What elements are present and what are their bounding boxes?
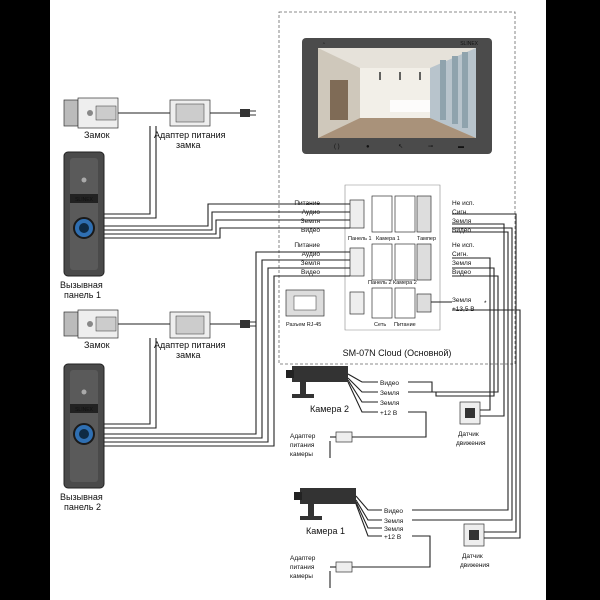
camera1-pin-ground: Земля bbox=[384, 518, 404, 525]
monitor-boundary bbox=[278, 11, 516, 365]
pin-audio-2: Аудио bbox=[302, 251, 321, 258]
monitor: SLINEX ◔ ( ) ● ↖ ⊸ ▬ bbox=[302, 38, 492, 154]
panel2-label-2: панель 2 bbox=[64, 502, 101, 512]
sensor2-label-1: Датчик bbox=[458, 431, 479, 438]
monitor-model: SM-07N Cloud (Основной) bbox=[343, 348, 452, 358]
monitor-btn-key-icon[interactable]: ⊸ bbox=[428, 144, 433, 150]
monitor-btn-hangup-icon[interactable]: ▬ bbox=[458, 144, 464, 150]
pin-video-r: Видео bbox=[452, 227, 471, 234]
monitor-btn-phone-icon[interactable]: ↖ bbox=[398, 144, 403, 150]
monitor-brand: SLINEX bbox=[460, 41, 478, 47]
lock-adapter-2: Адаптер питания замка bbox=[154, 311, 256, 360]
panel1-brand: SLINEX bbox=[75, 197, 93, 203]
wires-panel1 bbox=[104, 126, 350, 239]
conn-label-power: Питание bbox=[394, 322, 416, 328]
left-margin bbox=[0, 0, 50, 600]
camera2-adapter-3: камеры bbox=[290, 451, 313, 458]
camera1: Камера 1 Видео Земля Земля +12 В Адаптер… bbox=[290, 488, 431, 588]
block-panel2: Панель 2 Камера 2 Питание Аудио Земля Ви… bbox=[294, 242, 474, 286]
asterisk: * bbox=[484, 300, 487, 307]
pin-video: Видео bbox=[301, 227, 320, 234]
wifi-icon: ◔ bbox=[322, 41, 325, 47]
sensor1-label-2: движения bbox=[460, 562, 490, 569]
sensor1: Датчик движения bbox=[460, 523, 490, 569]
conn-label-tamper: Тампер bbox=[417, 236, 436, 242]
call-panel-2: SLINEX Вызывная панель 2 bbox=[60, 363, 105, 512]
call-panel-1: SLINEX Вызывная панель 1 bbox=[60, 151, 105, 300]
lock1-label: Замок bbox=[84, 130, 110, 140]
camera2-pin-12v: +12 В bbox=[380, 410, 397, 417]
camera2-pin-ground: Земля bbox=[380, 390, 400, 397]
connector-board bbox=[344, 184, 441, 331]
pin-ground-r: Земля bbox=[452, 218, 472, 225]
pin-ground-2: Земля bbox=[301, 260, 321, 267]
adapter2-label-2: замка bbox=[176, 350, 200, 360]
camera2-label: Камера 2 bbox=[310, 404, 349, 414]
camera1-pin-ground2: Земля bbox=[384, 526, 404, 533]
lock2: Замок bbox=[63, 309, 119, 350]
conn-label-panel1: Панель 1 bbox=[348, 236, 372, 242]
sensor2-label-2: движения bbox=[456, 440, 486, 447]
pin-signal-2: Сигн. bbox=[452, 251, 468, 258]
pin-ground-r-2: Земля bbox=[452, 260, 472, 267]
panel1-label-1: Вызывная bbox=[60, 280, 103, 290]
wires-camera2 bbox=[408, 223, 505, 417]
monitor-btn-1-icon[interactable]: ( ) bbox=[334, 144, 340, 150]
pin-unused: Не исп. bbox=[452, 200, 475, 207]
block-power: Разъем RJ-45 Сеть Питание Земля +13,5 В … bbox=[285, 287, 487, 328]
pin-power-2: Питание bbox=[294, 242, 320, 249]
monitor-btn-user-icon[interactable]: ● bbox=[366, 144, 370, 150]
camera1-icon bbox=[300, 488, 356, 504]
camera2-pin-video: Видео bbox=[380, 380, 399, 387]
adapter1-label-2: замка bbox=[176, 140, 200, 150]
wiring-diagram: SLINEX ◔ ( ) ● ↖ ⊸ ▬ Панель 1 Камера 1 Т… bbox=[50, 0, 546, 600]
wires-panel2 bbox=[104, 251, 350, 447]
wiring-svg: SLINEX ◔ ( ) ● ↖ ⊸ ▬ Панель 1 Камера 1 Т… bbox=[60, 11, 521, 588]
camera1-pin-12v: +12 В bbox=[384, 534, 401, 541]
rj45-label: Разъем RJ-45 bbox=[286, 322, 321, 328]
camera1-adapter-2: питания bbox=[290, 564, 315, 571]
block-panel1: Панель 1 Камера 1 Тампер Питание Аудио З… bbox=[294, 195, 475, 242]
conn-label-network: Сеть bbox=[374, 322, 386, 328]
pin-ground: Земля bbox=[301, 218, 321, 225]
pin-video-2: Видео bbox=[301, 269, 320, 276]
lock2-label: Замок bbox=[84, 340, 110, 350]
wires-camera1 bbox=[412, 213, 521, 539]
adapter1-label-1: Адаптер питания bbox=[154, 130, 226, 140]
conn-label-panel2: Панель 2 bbox=[368, 280, 392, 286]
pin-video-r-2: Видео bbox=[452, 269, 471, 276]
pin-ground-psu: Земля bbox=[452, 297, 472, 304]
camera2-pin-ground2: Земля bbox=[380, 400, 400, 407]
lock-adapter-1: Адаптер питания замка bbox=[154, 99, 256, 150]
camera2: Камера 2 Видео Земля Земля +12 В Адаптер… bbox=[286, 366, 427, 458]
panel2-brand: SLINEX bbox=[75, 407, 93, 413]
camera1-adapter-3: камеры bbox=[290, 573, 313, 580]
conn-label-camera1: Камера 1 bbox=[376, 236, 400, 242]
pin-signal: Сигн. bbox=[452, 209, 468, 216]
camera2-adapter-1: Адаптер bbox=[290, 433, 316, 440]
camera1-label: Камера 1 bbox=[306, 526, 345, 536]
panel1-label-2: панель 1 bbox=[64, 290, 101, 300]
camera1-adapter-1: Адаптер bbox=[290, 555, 316, 562]
conn-label-camera2: Камера 2 bbox=[393, 280, 417, 286]
sensor1-label-1: Датчик bbox=[462, 553, 483, 560]
right-margin bbox=[546, 0, 600, 600]
sensor2: Датчик движения bbox=[456, 401, 486, 447]
camera1-pin-video: Видео bbox=[384, 508, 403, 515]
pin-unused-2: Не исп. bbox=[452, 242, 475, 249]
lock1: Замок bbox=[63, 97, 119, 140]
camera2-adapter-2: питания bbox=[290, 442, 315, 449]
camera2-icon bbox=[292, 366, 348, 382]
adapter2-label-1: Адаптер питания bbox=[154, 340, 226, 350]
camera1-adapter-icon bbox=[335, 561, 353, 573]
panel2-label-1: Вызывная bbox=[60, 492, 103, 502]
camera2-adapter-icon bbox=[335, 431, 353, 443]
